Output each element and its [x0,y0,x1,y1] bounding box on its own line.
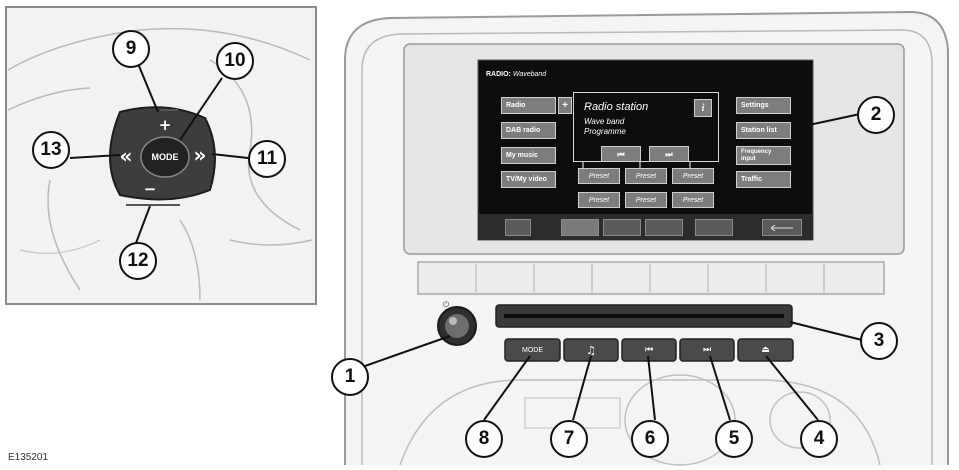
console-seek-back-button[interactable]: ⏮ [622,339,676,361]
screen-title-suffix: Waveband [512,71,547,78]
menu-settings[interactable]: Settings [736,97,791,114]
console-mode-button[interactable]: MODE [505,339,560,361]
plus-icon: + [562,100,568,111]
eject-icon: ⏏ [761,345,770,355]
callout-5: 5 [715,420,753,458]
console-eject-button[interactable]: ⏏ [738,339,793,361]
steering-volume-down[interactable]: − [142,180,158,198]
bottom-tab-5[interactable] [695,219,733,236]
steering-volume-up[interactable]: + [157,116,173,134]
callout-8: 8 [465,420,503,458]
radio-station-title: Radio station [584,101,649,113]
menu-settings-label: Settings [741,102,769,109]
callout-3: 3 [860,322,898,360]
callout-7: 7 [550,420,588,458]
menu-traffic[interactable]: Traffic [736,171,791,188]
back-arrow-icon [771,224,793,231]
bottom-tab-2[interactable] [561,219,599,236]
back-button[interactable] [762,219,802,236]
preset-label: Preset [588,196,610,204]
bottom-tab-4[interactable] [645,219,683,236]
preset-label: Preset [588,172,610,180]
preset-button-6[interactable]: Preset [672,192,714,208]
preset-label: Preset [635,172,657,180]
seek-forward-icon: ⏭ [702,345,712,355]
bottom-tab-1[interactable] [505,219,531,236]
info-button[interactable]: i [694,99,712,117]
programme-text: Programme [584,127,626,136]
steering-mode-label: MODE [151,152,179,162]
menu-dab-radio[interactable]: DAB radio [501,122,556,139]
console-mode-label: MODE [522,346,543,354]
menu-radio-label: Radio [506,102,526,109]
radio-station-box [573,92,719,162]
volume-knob [437,306,477,346]
seek-back-icon: ⏮ [644,345,654,355]
console-seek-forward-button[interactable]: ⏭ [680,339,734,361]
screen-seek-forward-button[interactable]: ⏭ [649,146,689,162]
console-button-row [504,338,794,362]
preset-connectors [582,162,691,168]
console-music-button[interactable]: ♫ [564,339,618,361]
preset-label: Preset [635,196,657,204]
menu-dab-radio-label: DAB radio [506,127,541,134]
bottom-tab-3[interactable] [603,219,641,236]
double-chevron-right-icon: » [193,143,207,167]
music-note-icon: ♫ [586,343,596,357]
menu-frequency-input-label: Frequency input [741,148,772,162]
steering-seek-back[interactable]: « [117,144,135,168]
preset-button-3[interactable]: Preset [672,168,714,184]
menu-traffic-label: Traffic [741,176,763,183]
menu-my-music[interactable]: My music [501,147,556,164]
figure-reference: E135201 [8,452,49,463]
preset-button-5[interactable]: Preset [625,192,667,208]
menu-station-list-label: Station list [741,127,777,134]
menu-my-music-label: My music [506,152,538,159]
seek-back-icon: ⏮ [617,149,625,159]
menu-tv-video-label: TV/My video [506,176,547,183]
preset-button-2[interactable]: Preset [625,168,667,184]
preset-label: Preset [682,196,704,204]
preset-label: Preset [682,172,704,180]
seek-forward-icon: ⏭ [665,149,673,159]
callout-4: 4 [800,420,838,458]
double-chevron-left-icon: « [119,144,133,168]
cd-slot [495,304,793,328]
callout-1: 1 [331,358,369,396]
leader-lines [69,65,863,421]
callout-6: 6 [631,420,669,458]
menu-frequency-input[interactable]: Frequency input [736,146,791,165]
preset-button-4[interactable]: Preset [578,192,620,208]
screen-title: RADIO: Waveband [486,71,546,78]
screen-seek-back-button[interactable]: ⏮ [601,146,641,162]
minus-icon: − [143,180,157,198]
callout-12: 12 [119,242,157,280]
menu-station-list[interactable]: Station list [736,122,791,139]
menu-tv-video[interactable]: TV/My video [501,171,556,188]
preset-button-1[interactable]: Preset [578,168,620,184]
steering-seek-forward[interactable]: » [191,143,209,167]
menu-radio[interactable]: Radio [501,97,556,114]
callout-10: 10 [216,42,254,80]
plus-icon: + [158,116,172,134]
steering-mode-button[interactable]: MODE [145,148,185,166]
power-icon: ⏻ [442,300,450,309]
screen-title-prefix: RADIO: [486,71,511,78]
callout-13: 13 [32,131,70,169]
callout-9: 9 [112,30,150,68]
callout-11: 11 [248,140,286,178]
callout-2: 2 [857,96,895,134]
wave-band-text: Wave band [584,117,625,126]
radio-plus-button[interactable]: + [558,97,572,114]
info-icon: i [701,102,705,114]
